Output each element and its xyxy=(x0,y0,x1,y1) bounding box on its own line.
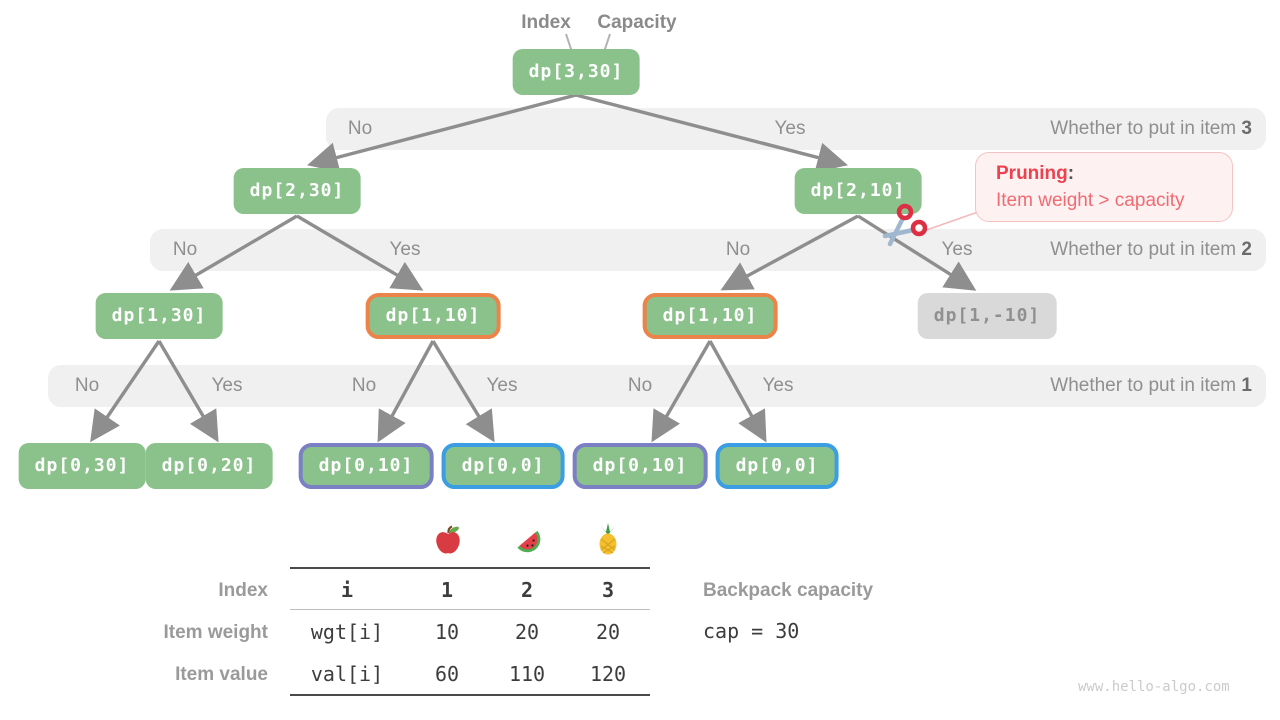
cell-index-1: 1 xyxy=(440,578,454,602)
node-dp-0-10-left: dp[0,10] xyxy=(298,443,434,489)
cell-value-var: val[i] xyxy=(310,662,384,686)
node-dp-0-0-right: dp[0,0] xyxy=(715,443,839,489)
band-item-3: No Yes Whether to put in item 3 xyxy=(326,108,1266,150)
choice-yes: Yes xyxy=(389,239,421,260)
table-top-rule xyxy=(290,567,650,569)
choice-no: No xyxy=(74,375,100,396)
band-item-2: No Yes No Yes Whether to put in item 2 xyxy=(150,229,1266,271)
choice-yes: Yes xyxy=(211,375,243,396)
cell-weight-3: 20 xyxy=(595,620,621,644)
cell-value-3: 120 xyxy=(589,662,627,686)
scissors-icon xyxy=(882,203,928,247)
pruning-title: Pruning: xyxy=(996,163,1075,184)
node-dp-1-neg10-pruned: dp[1,-10] xyxy=(917,293,1057,339)
watermark: www.hello-algo.com xyxy=(1078,679,1230,695)
pruning-description: Item weight > capacity xyxy=(996,190,1185,211)
cell-index-var: i xyxy=(340,578,354,602)
node-dp-0-0-left: dp[0,0] xyxy=(441,443,565,489)
node-dp-2-30: dp[2,30] xyxy=(233,168,361,214)
table-mid-rule xyxy=(290,609,650,610)
choice-yes: Yes xyxy=(941,239,973,260)
choice-no: No xyxy=(627,375,653,396)
cell-index-3: 3 xyxy=(601,578,615,602)
cell-value-1: 60 xyxy=(434,662,460,686)
node-dp-3-30: dp[3,30] xyxy=(512,49,640,95)
node-dp-0-10-right: dp[0,10] xyxy=(572,443,708,489)
cell-value-2: 110 xyxy=(508,662,546,686)
choice-no: No xyxy=(351,375,377,396)
index-variable-label: Index xyxy=(521,12,571,33)
cell-weight-2: 20 xyxy=(514,620,540,644)
row-label-index: Index xyxy=(218,580,268,601)
node-dp-1-10-right: dp[1,10] xyxy=(642,293,778,339)
table-bottom-rule xyxy=(290,694,650,696)
choice-yes: Yes xyxy=(762,375,794,396)
choice-yes: Yes xyxy=(486,375,518,396)
node-dp-1-10-left: dp[1,10] xyxy=(365,293,501,339)
backpack-capacity-code: cap = 30 xyxy=(703,619,800,643)
backpack-capacity-label: Backpack capacity xyxy=(703,580,874,601)
choice-yes: Yes xyxy=(774,118,806,139)
choice-no: No xyxy=(725,239,751,260)
band-question: Whether to put in item 2 xyxy=(1050,239,1252,260)
cell-index-2: 2 xyxy=(520,578,534,602)
cell-weight-1: 10 xyxy=(434,620,460,644)
node-dp-0-30: dp[0,30] xyxy=(18,443,146,489)
choice-no: No xyxy=(172,239,198,260)
apple-icon xyxy=(436,525,460,554)
capacity-variable-label: Capacity xyxy=(597,12,677,33)
watermelon-icon xyxy=(517,530,541,553)
cell-weight-var: wgt[i] xyxy=(310,620,384,644)
band-question: Whether to put in item 1 xyxy=(1050,375,1252,396)
pineapple-icon xyxy=(599,523,617,555)
row-label-item-weight: Item weight xyxy=(163,622,268,643)
band-question: Whether to put in item 3 xyxy=(1050,118,1252,139)
choice-no: No xyxy=(347,118,373,139)
pruning-callout: Pruning: Item weight > capacity xyxy=(975,152,1233,222)
node-dp-1-30: dp[1,30] xyxy=(95,293,223,339)
node-dp-0-20: dp[0,20] xyxy=(145,443,273,489)
row-label-item-value: Item value xyxy=(175,664,268,685)
band-item-1: No Yes No Yes No Yes Whether to put in i… xyxy=(48,365,1266,407)
